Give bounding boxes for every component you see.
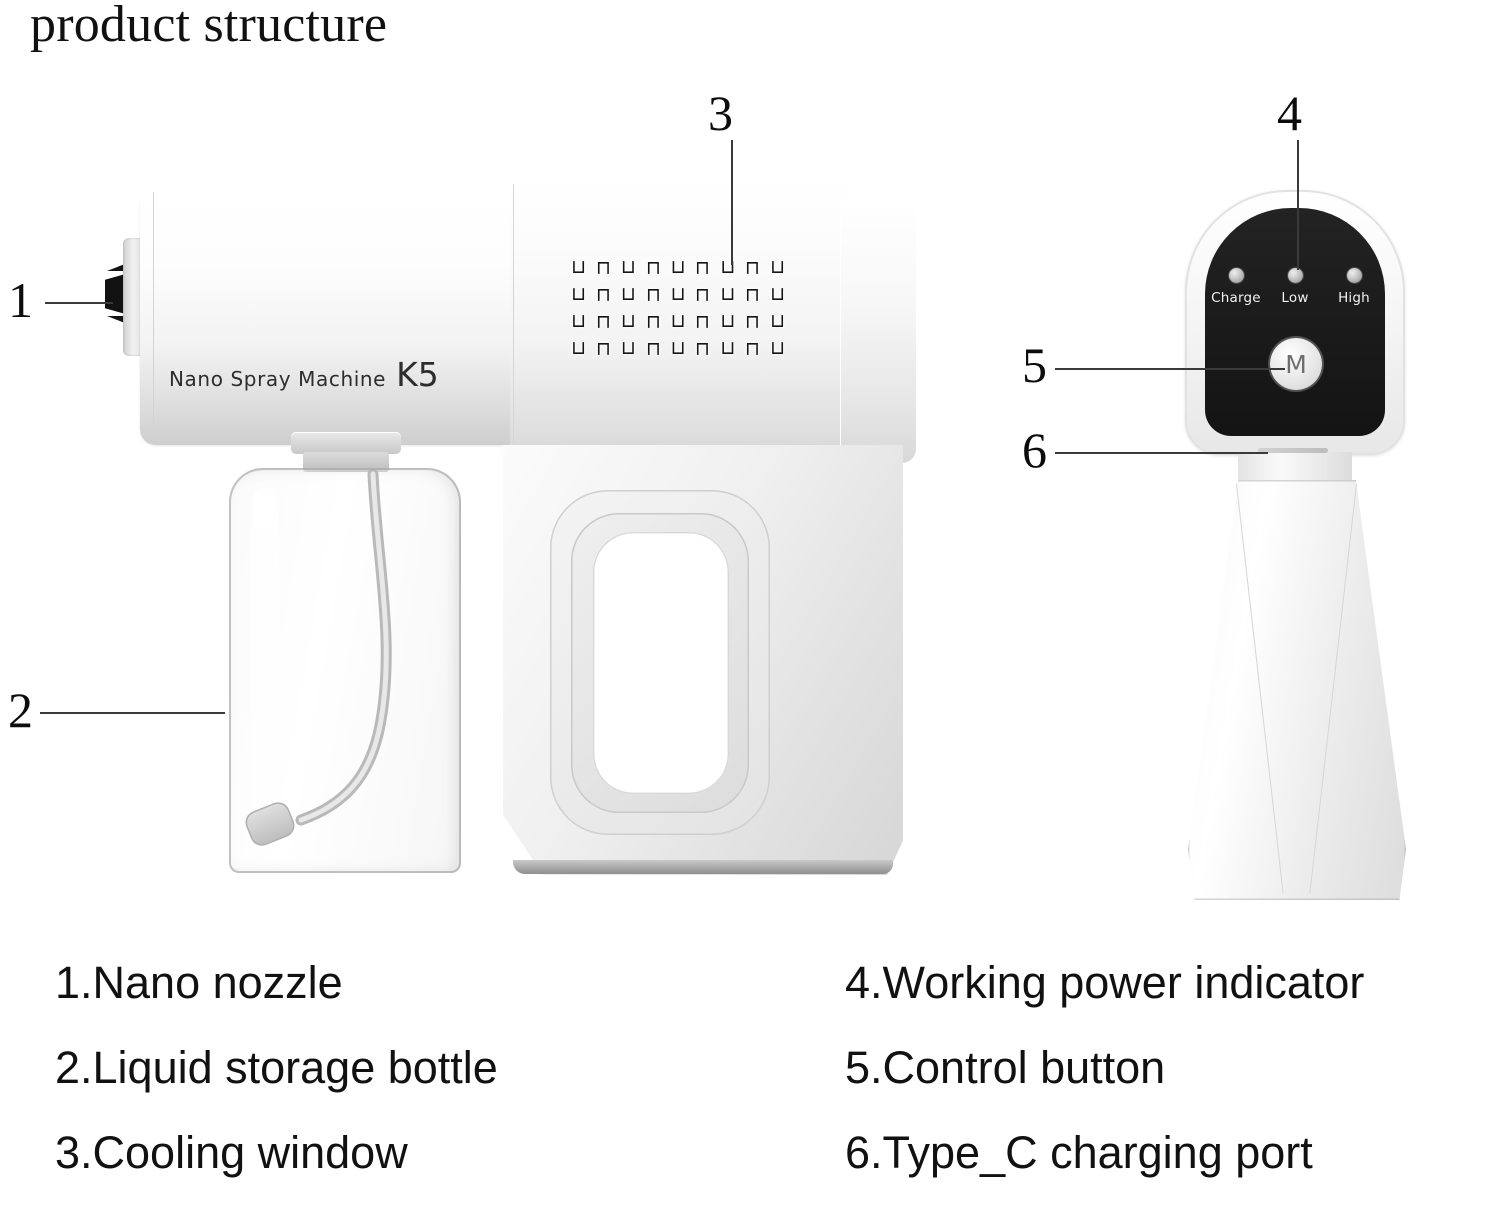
vent-y-icon: ⊔	[720, 282, 736, 305]
legend-item: 5.Control button	[845, 1042, 1166, 1093]
rear-view-device: Charge Low High M	[1150, 180, 1460, 910]
cooling-window: ⊔ ⊔ ⊔ ⊔ ⊔ ⊔ ⊔ ⊔ ⊔ ⊔ ⊔ ⊔ ⊔ ⊔ ⊔ ⊔ ⊔ ⊔	[570, 255, 786, 361]
rear-lower-body	[1188, 480, 1406, 900]
barrel-seam-line	[153, 192, 154, 442]
legend-item: 4.Working power indicator	[845, 957, 1365, 1008]
callout-number-3: 3	[708, 85, 733, 141]
vent-y-icon: ⊔	[695, 338, 711, 361]
vent-y-icon: ⊔	[620, 282, 636, 305]
vent-y-icon: ⊔	[571, 310, 586, 333]
vent-row: ⊔ ⊔ ⊔ ⊔ ⊔ ⊔ ⊔ ⊔ ⊔	[570, 282, 786, 306]
nozzle-collar	[123, 238, 145, 356]
control-button[interactable]: M	[1270, 338, 1322, 390]
bottle-neck	[291, 432, 401, 454]
vent-y-icon: ⊔	[595, 283, 611, 306]
callout-number-1: 1	[8, 272, 33, 328]
barrel-highlight	[147, 192, 527, 226]
callout-leader-5	[1055, 368, 1285, 370]
indicator-label: Charge	[1211, 290, 1261, 306]
vent-y-icon: ⊔	[770, 337, 785, 360]
vent-y-icon: ⊔	[720, 310, 736, 333]
vent-y-icon: ⊔	[645, 311, 661, 334]
vent-y-icon: ⊔	[695, 283, 711, 306]
vent-y-icon: ⊔	[770, 255, 785, 278]
indicator-low: Low	[1271, 268, 1319, 306]
page-title: product structure	[30, 0, 388, 53]
led-dot-icon	[1346, 268, 1362, 283]
working-power-indicator: Charge Low High	[1211, 268, 1378, 314]
control-panel	[1205, 208, 1385, 436]
vent-y-icon: ⊔	[695, 256, 711, 279]
legend-item: 1.Nano nozzle	[55, 957, 343, 1008]
control-button-label: M	[1285, 349, 1307, 379]
callout-number-5: 5	[1022, 337, 1047, 393]
indicator-high: High	[1330, 268, 1378, 306]
led-dot-icon	[1228, 268, 1244, 283]
handle-base-foot	[513, 860, 893, 874]
indicator-label: High	[1338, 290, 1370, 306]
vent-y-icon: ⊔	[571, 337, 586, 360]
legend: 1.Nano nozzle 2.Liquid storage bottle 3.…	[0, 960, 1500, 1215]
vent-y-icon: ⊔	[720, 337, 736, 360]
callout-leader-2	[40, 712, 225, 714]
vent-y-icon: ⊔	[745, 311, 761, 334]
type-c-charging-port	[1258, 448, 1328, 453]
vent-y-icon: ⊔	[720, 255, 736, 278]
vent-y-icon: ⊔	[595, 256, 611, 279]
vent-y-icon: ⊔	[770, 310, 785, 333]
vent-y-icon: ⊔	[745, 283, 761, 306]
vent-y-icon: ⊔	[745, 338, 761, 361]
vent-y-icon: ⊔	[670, 337, 686, 360]
barrel-rear-cap	[840, 198, 916, 463]
device-barrel	[140, 190, 530, 445]
vent-y-icon: ⊔	[645, 283, 661, 306]
vent-y-icon: ⊔	[620, 337, 636, 360]
bottle-highlight	[251, 488, 279, 818]
legend-item: 6.Type_C charging port	[845, 1127, 1313, 1178]
brand-name-text: Nano Spray Machine	[169, 367, 387, 391]
vent-y-icon: ⊔	[571, 255, 586, 278]
vent-y-icon: ⊔	[670, 282, 686, 305]
model-name-text: K5	[396, 355, 439, 394]
callout-leader-3	[731, 140, 733, 265]
brand-label: Nano Spray Machine K5	[169, 355, 439, 394]
legend-column-left: 1.Nano nozzle 2.Liquid storage bottle 3.…	[55, 960, 498, 1215]
vent-y-icon: ⊔	[620, 310, 636, 333]
callout-number-2: 2	[8, 682, 33, 738]
legend-item: 3.Cooling window	[55, 1127, 408, 1178]
mid-section-seam	[513, 184, 514, 460]
vent-y-icon: ⊔	[645, 256, 661, 279]
indicator-charge: Charge	[1211, 268, 1261, 306]
legend-column-right: 4.Working power indicator 5.Control butt…	[845, 960, 1364, 1215]
led-dot-icon	[1287, 268, 1303, 283]
callout-leader-6	[1055, 452, 1268, 454]
vent-y-icon: ⊔	[695, 311, 711, 334]
callout-leader-1	[45, 302, 113, 304]
mid-housing-section	[510, 178, 850, 463]
vent-y-icon: ⊔	[595, 311, 611, 334]
callout-leader-4	[1297, 140, 1299, 270]
vent-y-icon: ⊔	[670, 310, 686, 333]
callout-number-6: 6	[1022, 422, 1047, 478]
vent-y-icon: ⊔	[571, 282, 586, 305]
vent-y-icon: ⊔	[670, 255, 686, 278]
callout-number-4: 4	[1277, 85, 1302, 141]
vent-row: ⊔ ⊔ ⊔ ⊔ ⊔ ⊔ ⊔ ⊔ ⊔	[570, 255, 786, 279]
front-view-device: Nano Spray Machine K5 ⊔ ⊔ ⊔ ⊔ ⊔ ⊔ ⊔ ⊔ ⊔ …	[95, 170, 925, 910]
vent-row: ⊔ ⊔ ⊔ ⊔ ⊔ ⊔ ⊔ ⊔ ⊔	[570, 337, 786, 361]
vent-y-icon: ⊔	[745, 256, 761, 279]
indicator-label: Low	[1281, 290, 1309, 306]
vent-row: ⊔ ⊔ ⊔ ⊔ ⊔ ⊔ ⊔ ⊔ ⊔	[570, 310, 786, 334]
vent-y-icon: ⊔	[595, 338, 611, 361]
handle-grip-opening	[593, 532, 729, 794]
legend-item: 2.Liquid storage bottle	[55, 1042, 498, 1093]
vent-y-icon: ⊔	[620, 255, 636, 278]
vent-y-icon: ⊔	[770, 282, 785, 305]
vent-y-icon: ⊔	[645, 338, 661, 361]
bottle-collar	[303, 452, 389, 472]
